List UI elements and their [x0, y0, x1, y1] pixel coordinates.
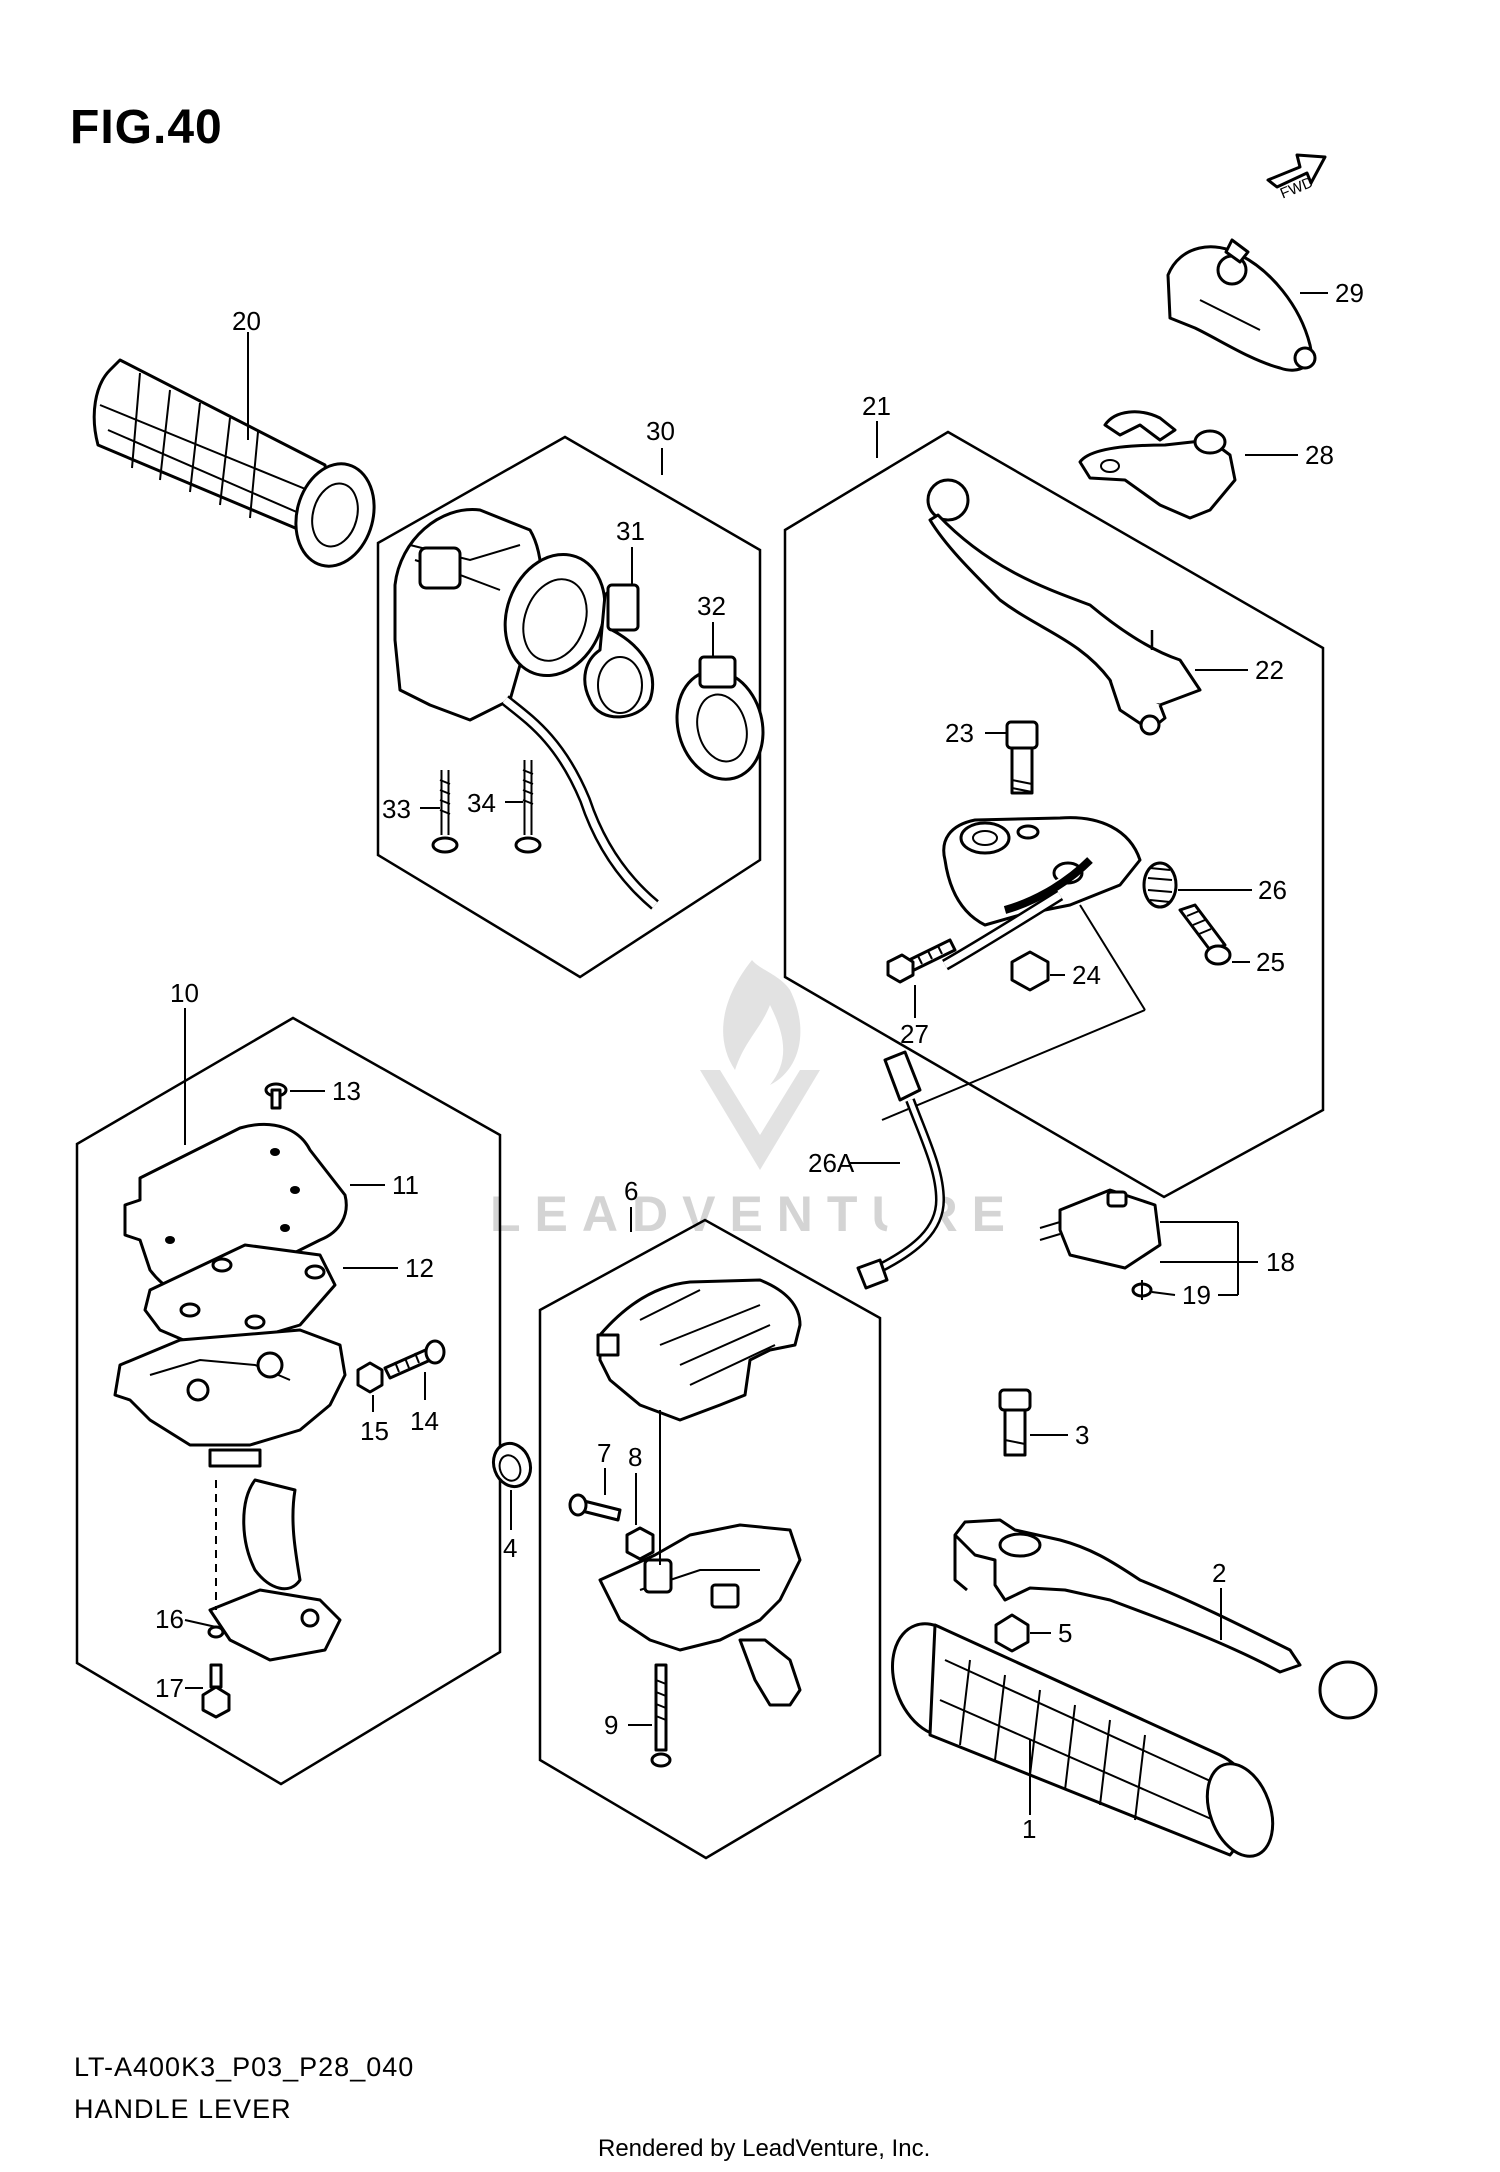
callout-34: 34 — [467, 788, 496, 818]
part-1-right-grip — [890, 1622, 1275, 1858]
callout-10: 10 — [170, 978, 199, 1008]
part-18-brake-switch — [1039, 1188, 1162, 1270]
callout-2: 2 — [1212, 1558, 1226, 1588]
callout-21: 21 — [862, 391, 891, 421]
part-7-bolt — [568, 1493, 622, 1522]
part-28-parking-lever — [1078, 410, 1237, 520]
callout-12: 12 — [405, 1253, 434, 1283]
callout-23: 23 — [945, 718, 974, 748]
part-31-throttle-lever — [583, 583, 655, 719]
model-code: LT-A400K3_P03_P28_040 — [74, 2052, 415, 2082]
part-16-bracket — [207, 1478, 342, 1662]
group-box-6 — [538, 1218, 882, 1860]
part-26-adjuster — [1142, 861, 1178, 909]
callout-18: 18 — [1266, 1247, 1295, 1277]
part-9-screw — [650, 1663, 672, 1768]
callout-11: 11 — [392, 1170, 419, 1200]
part-4-collar — [491, 1441, 533, 1489]
callout-15: 15 — [360, 1416, 389, 1446]
callout-9: 9 — [604, 1710, 618, 1740]
group-box-30 — [376, 435, 762, 979]
callout-27: 27 — [900, 1019, 929, 1049]
callout-1: 1 — [1022, 1814, 1036, 1844]
figure-title: FIG.40 — [70, 101, 223, 154]
part-25-screw — [1178, 903, 1232, 966]
callout-24: 24 — [1072, 960, 1101, 990]
leader-lines — [184, 292, 1328, 1815]
callout-32: 32 — [697, 591, 726, 621]
callout-14: 14 — [410, 1406, 439, 1436]
callout-3: 3 — [1075, 1420, 1089, 1450]
callout-19: 19 — [1182, 1280, 1211, 1310]
part-30-switch-housing — [393, 508, 659, 910]
watermark-logo — [700, 960, 820, 1170]
part-24-nut — [1010, 950, 1050, 992]
render-credit: Rendered by LeadVenture, Inc. — [598, 2135, 931, 2162]
callout-20: 20 — [232, 306, 261, 336]
part-21-lever-holder — [942, 816, 1142, 971]
callout-28: 28 — [1305, 440, 1334, 470]
part-17-bolt — [201, 1663, 231, 1719]
callout-29: 29 — [1335, 278, 1364, 308]
part-13-screw — [264, 1082, 288, 1110]
callout-8: 8 — [628, 1442, 642, 1472]
part-22-brake-lever — [926, 478, 1202, 736]
part-5-nut — [994, 1613, 1030, 1653]
part-20-left-grip — [92, 358, 376, 568]
part-12-gasket — [143, 1243, 337, 1347]
leader-26a-group-upper — [1079, 904, 1146, 1011]
section-name: HANDLE LEVER — [74, 2094, 292, 2124]
callout-labels: 20 30 31 32 33 34 21 22 23 26 25 24 27 2… — [155, 278, 1364, 1844]
part-14-screw — [383, 1339, 446, 1380]
part-8-nut — [625, 1526, 655, 1561]
part-34-screw — [514, 760, 542, 854]
part-10-lower-housing — [113, 1328, 347, 1468]
callout-31: 31 — [616, 516, 645, 546]
part-32-throttle-case — [675, 655, 765, 781]
callout-26a: 26A — [808, 1148, 855, 1178]
callout-16: 16 — [155, 1604, 184, 1634]
group-box-21 — [783, 430, 1325, 1199]
callout-26: 26 — [1258, 875, 1287, 905]
part-15-nut — [356, 1361, 384, 1394]
callout-5: 5 — [1058, 1618, 1072, 1648]
part-2-brake-lever — [953, 1518, 1378, 1720]
callout-30: 30 — [646, 416, 675, 446]
part-26a-switch-wire — [856, 1050, 945, 1290]
callout-33: 33 — [382, 794, 411, 824]
group-box-10 — [75, 1016, 502, 1786]
callout-7: 7 — [597, 1438, 611, 1468]
callout-17: 17 — [155, 1673, 184, 1703]
part-6-throttle-cover — [596, 1278, 802, 1422]
callout-6: 6 — [624, 1176, 638, 1206]
part-19-screw — [1131, 1280, 1153, 1300]
callout-13: 13 — [332, 1076, 361, 1106]
part-6-throttle-body — [598, 1523, 802, 1707]
part-33-screw — [431, 770, 459, 854]
callout-4: 4 — [503, 1533, 517, 1563]
part-23-bolt — [1005, 720, 1039, 795]
part-27-bolt — [886, 938, 957, 984]
fwd-arrow-icon: FWD — [1266, 153, 1327, 202]
callout-25: 25 — [1256, 947, 1285, 977]
part-3-pivot-bolt — [998, 1388, 1032, 1457]
leader-26a-group — [881, 1009, 1146, 1121]
callout-22: 22 — [1255, 655, 1284, 685]
part-29-lever-cover — [1166, 238, 1317, 372]
